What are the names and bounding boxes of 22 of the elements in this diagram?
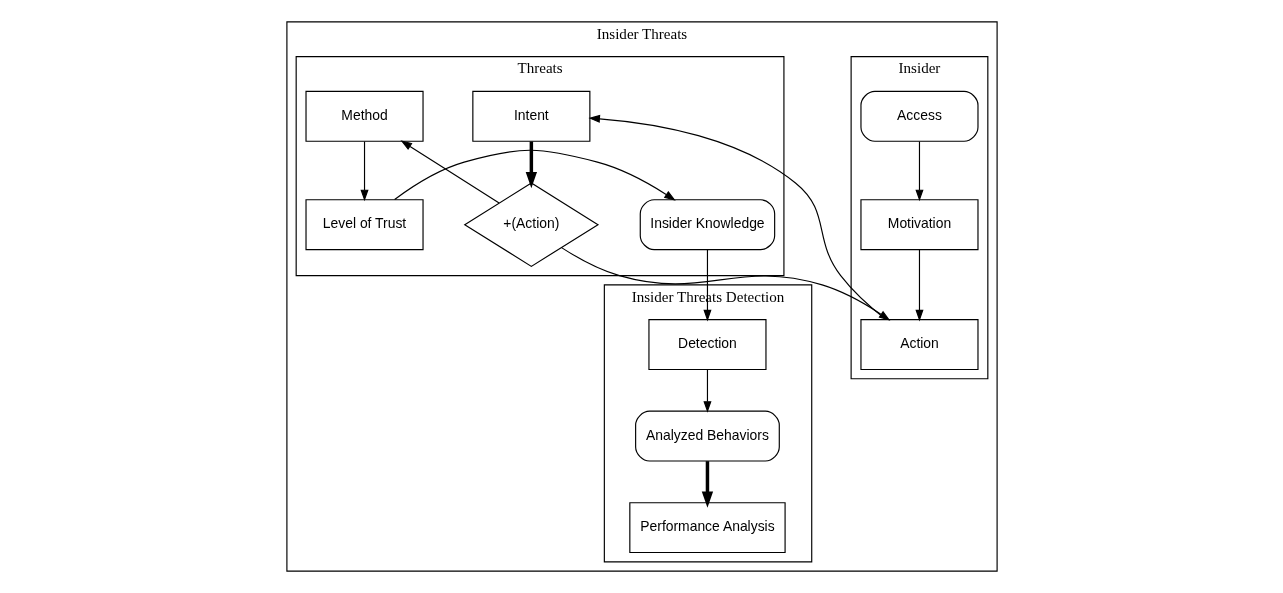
arrow: [914, 140, 924, 202]
node-box: Method: [304, 90, 424, 142]
arrow: [560, 247, 890, 321]
arrow: [702, 369, 711, 413]
node-box: Motivation: [859, 199, 979, 251]
node-box: Detection: [647, 319, 767, 371]
arrow: [525, 141, 537, 189]
node-box: Insider Knowledge: [639, 199, 775, 251]
node-box: Level of Trust: [304, 199, 424, 251]
node-box: Analyzed Behaviors: [634, 410, 780, 462]
node-box: Action: [859, 319, 979, 371]
node-box: Access: [859, 90, 979, 142]
arrow: [400, 140, 500, 204]
node-diamond: +(Action): [463, 182, 599, 268]
arrow: [914, 249, 924, 322]
node-box: Performance Analysis: [628, 502, 786, 554]
arrow: [701, 461, 713, 508]
arrow: [359, 140, 369, 202]
node-box: Intent: [471, 90, 590, 142]
arrow: [393, 149, 676, 201]
arrow: [587, 114, 887, 321]
arrow: [702, 249, 711, 322]
